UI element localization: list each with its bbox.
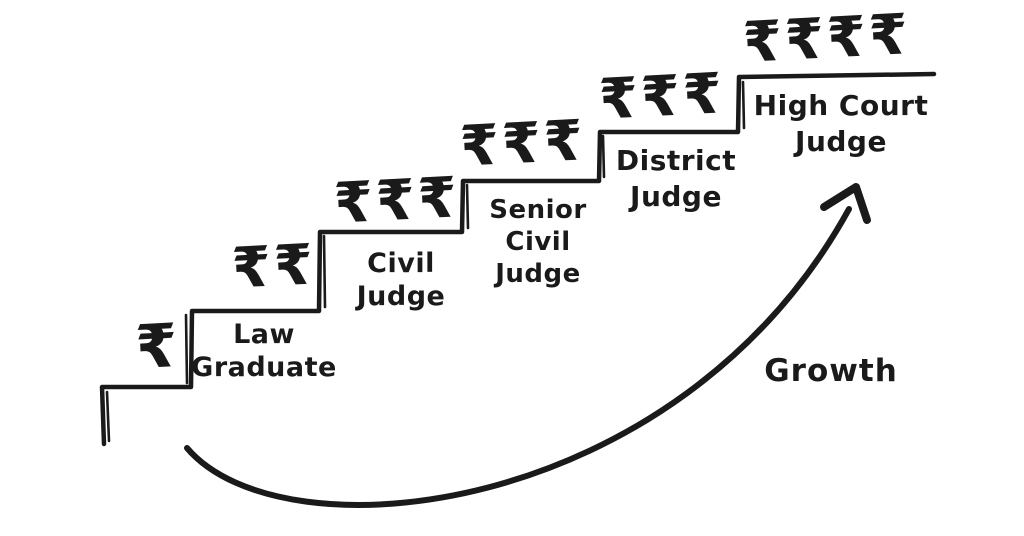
growth-arrow-head [820, 183, 871, 224]
step-label-line: Graduate [191, 352, 337, 383]
step-label-senior-civil-judge: Senior Civil Judge [489, 194, 586, 290]
rupee-amount-level-4: ₹₹₹ [458, 108, 588, 180]
staircase-double-stroke-accents [105, 80, 746, 443]
step-label-line: Judge [356, 281, 446, 312]
step-label-line: Judge [495, 259, 581, 289]
step-label-line: District [615, 144, 737, 177]
rupee-amount-level-2: ₹₹ [230, 232, 318, 302]
growth-arrow-shaft [184, 206, 852, 508]
rupee-amount-level-3: ₹₹₹ [332, 165, 462, 237]
step-label-line: Law [233, 319, 295, 350]
step-label-high-court-judge: High Court Judge [754, 88, 929, 160]
step-label-line: Senior [489, 195, 587, 225]
rupee-amount-level-5: ₹₹₹ [597, 61, 727, 133]
step-label-line: Civil [505, 227, 571, 257]
step-label-line: High Court [753, 89, 929, 122]
rupee-amount-level-1: ₹ [133, 310, 183, 384]
step-label-district-judge: District Judge [616, 143, 736, 215]
rupee-amount-level-6: ₹₹₹₹ [741, 2, 913, 76]
step-label-law-graduate: Law Graduate [191, 318, 337, 384]
growth-label: Growth [764, 353, 898, 389]
step-label-civil-judge: Civil Judge [357, 247, 446, 313]
step-label-line: Judge [630, 180, 722, 213]
step-label-line: Civil [367, 248, 435, 279]
step-label-line: Judge [795, 125, 887, 158]
staircase-outline [99, 71, 937, 447]
